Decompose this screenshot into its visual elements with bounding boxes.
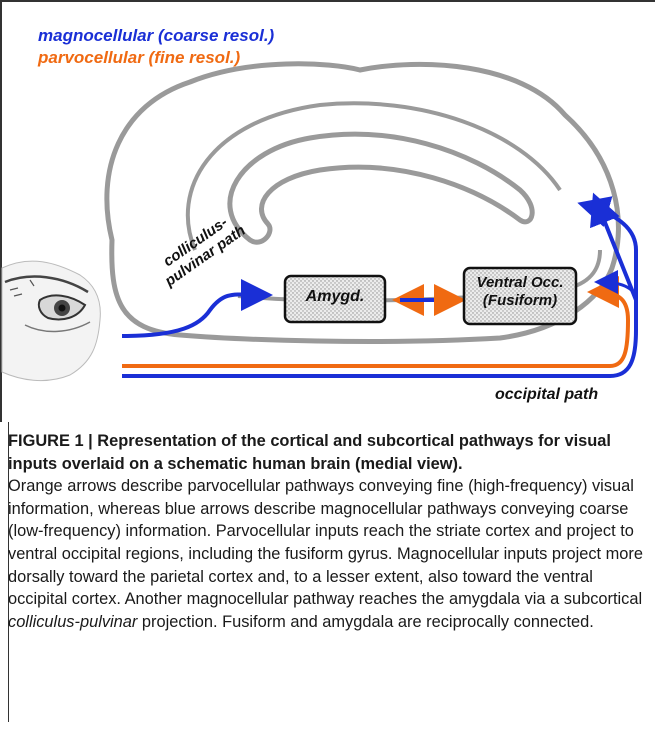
caption-title: FIGURE 1 | Representation of the cortica… xyxy=(8,432,611,473)
ventral-label-line1: Ventral Occ. xyxy=(466,274,574,292)
corpus-callosum xyxy=(230,134,532,242)
legend-magnocellular: magnocellular (coarse resol.) xyxy=(38,26,274,46)
occipital-path-label: occipital path xyxy=(495,386,598,404)
colliculus-pulvinar-arrow xyxy=(122,294,265,336)
ventral-occipital-label: Ventral Occ. (Fusiform) xyxy=(466,274,574,310)
caption-body-2: projection. Fusiform and amygdala are re… xyxy=(137,613,593,631)
ventral-label-line2: (Fusiform) xyxy=(466,292,574,310)
figure-caption: FIGURE 1 | Representation of the cortica… xyxy=(8,430,648,633)
amygdala-label: Amygd. xyxy=(291,288,379,306)
caption-body-italic: colliculus-pulvinar xyxy=(8,613,137,631)
legend-parvocellular: parvocellular (fine resol.) xyxy=(38,48,240,68)
eye-illustration xyxy=(2,261,100,380)
caption-body-1: Orange arrows describe parvocellular pat… xyxy=(8,477,643,608)
